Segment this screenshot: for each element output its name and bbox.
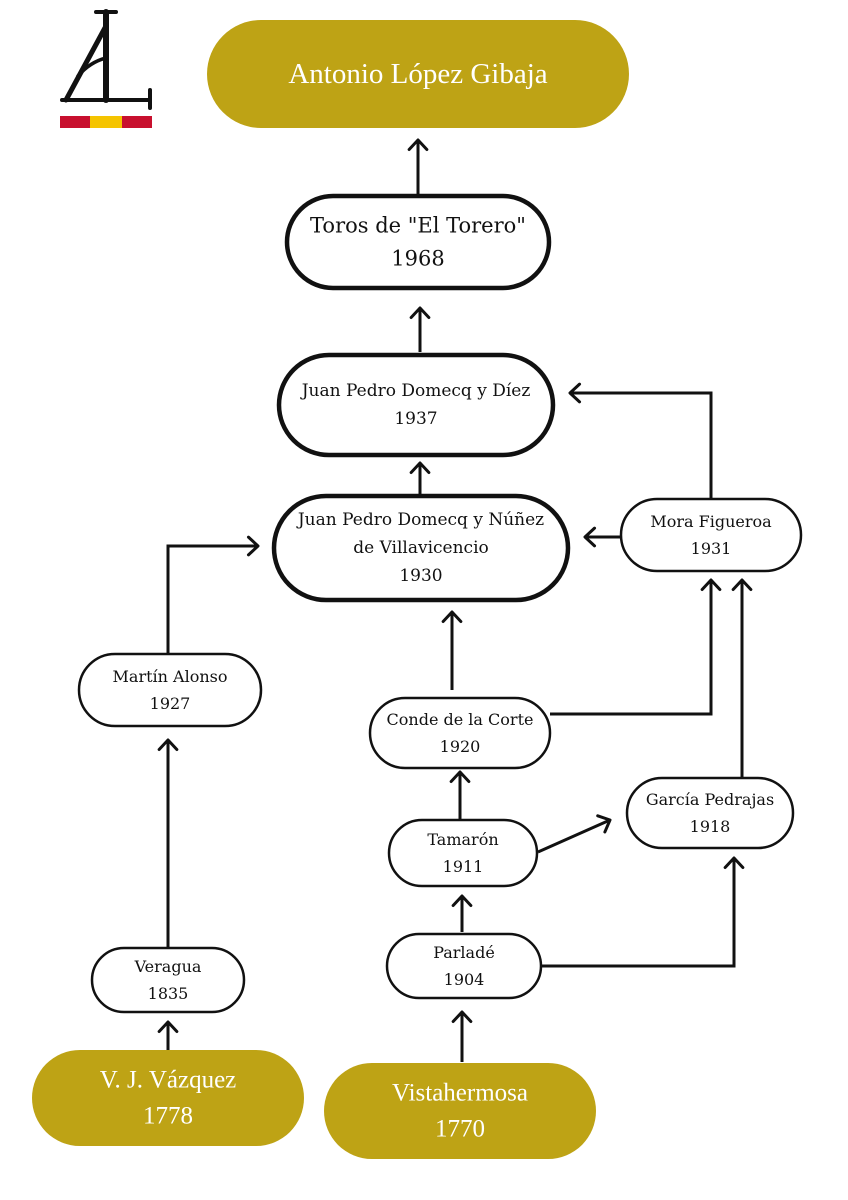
node-label-line: Tamarón xyxy=(427,830,498,849)
edge-garcia-to-mora xyxy=(731,578,753,778)
edge-vazquez-to-veragua xyxy=(157,1020,179,1050)
arrowhead xyxy=(451,894,473,908)
node-pill xyxy=(271,493,571,603)
edge-parlade-to-garcia xyxy=(541,856,745,968)
node-label-line: Vistahermosa xyxy=(392,1080,528,1107)
edge-mora-to-jpd_nunez xyxy=(583,526,621,548)
node-label-line: Martín Alonso xyxy=(113,667,228,686)
node-pill xyxy=(32,1050,304,1146)
node-veragua: Veragua 1835 xyxy=(90,946,246,1014)
edge-parlade-to-tamaron xyxy=(451,894,473,932)
node-pill xyxy=(625,776,795,850)
node-pill xyxy=(276,352,556,458)
arrowhead xyxy=(246,535,260,557)
node-label-line: 1904 xyxy=(444,970,485,989)
node-label-line: Veragua xyxy=(134,957,202,976)
arrowhead xyxy=(451,1010,473,1024)
node-label-line: García Pedrajas xyxy=(646,790,774,809)
node-pill xyxy=(90,946,246,1014)
arrowhead xyxy=(407,138,429,152)
node-label-line: 1920 xyxy=(440,737,481,756)
node-label-line: 1968 xyxy=(391,247,444,271)
node-mora: Mora Figueroa 1931 xyxy=(619,497,803,573)
node-pill xyxy=(207,20,629,128)
edge-vistahermosa-to-parlade xyxy=(451,1010,473,1062)
node-label-line: 1930 xyxy=(399,566,442,586)
edges-layer xyxy=(157,138,753,1062)
arrowhead xyxy=(731,578,753,592)
node-label-line: Antonio López Gibaja xyxy=(288,58,547,90)
arrowhead xyxy=(583,526,597,548)
node-label-line: Juan Pedro Domecq y Núñez xyxy=(296,510,544,530)
edge-mora-to-jpd_diez xyxy=(568,382,713,499)
node-top: Antonio López Gibaja xyxy=(207,20,629,128)
edge-tamaron-to-conde xyxy=(449,770,471,820)
node-label-line: V. J. Vázquez xyxy=(100,1067,237,1094)
node-label-line: 1778 xyxy=(143,1103,193,1130)
arrowhead xyxy=(596,814,612,834)
arrowhead xyxy=(723,856,745,870)
node-label-line: de Villavicencio xyxy=(353,538,489,558)
edge-conde-to-mora xyxy=(550,578,722,716)
node-label-line: 1937 xyxy=(394,409,437,429)
al-monogram-logo xyxy=(60,9,152,128)
node-martin: Martín Alonso 1927 xyxy=(77,652,263,728)
node-jpd-nunez: Juan Pedro Domecq y Núñez de Villavicenci… xyxy=(271,493,571,603)
node-conde: Conde de la Corte 1920 xyxy=(368,696,552,770)
edge-toros-to-top xyxy=(407,138,429,195)
arrowhead xyxy=(700,578,722,592)
node-label-line: 1918 xyxy=(690,817,731,836)
node-label-line: Mora Figueroa xyxy=(650,512,772,531)
node-toros: Toros de "El Torero" 1968 xyxy=(284,193,552,291)
node-pill xyxy=(619,497,803,573)
node-vistahermosa: Vistahermosa 1770 xyxy=(324,1063,596,1159)
arrowhead xyxy=(568,382,582,404)
node-label-line: 1835 xyxy=(148,984,189,1003)
arrowhead xyxy=(157,738,179,752)
node-label-line: 1911 xyxy=(443,857,484,876)
node-jpd-diez: Juan Pedro Domecq y Díez 1937 xyxy=(276,352,556,458)
arrowhead xyxy=(409,461,431,475)
arrowhead xyxy=(441,610,463,624)
node-pill xyxy=(284,193,552,291)
edge-jpd_nunez-to-jpd_diez xyxy=(409,461,431,494)
node-label-line: Conde de la Corte xyxy=(387,710,534,729)
edge-veragua-to-martin xyxy=(157,738,179,947)
node-pill xyxy=(368,696,552,770)
node-parlade: Parladé 1904 xyxy=(385,932,543,1000)
node-pill xyxy=(387,818,539,888)
node-tamaron: Tamarón 1911 xyxy=(387,818,539,888)
node-label-line: 1931 xyxy=(691,539,732,558)
node-label-line: 1770 xyxy=(435,1116,485,1143)
arrowhead xyxy=(409,306,431,320)
arrowhead xyxy=(449,770,471,784)
flag-stripe-yellow xyxy=(90,116,122,128)
arrowhead xyxy=(157,1020,179,1034)
node-pill xyxy=(385,932,543,1000)
edge-jpd_diez-to-toros xyxy=(409,306,431,352)
edge-conde-to-jpd_nunez xyxy=(441,610,463,690)
node-label-line: Toros de "El Torero" xyxy=(310,214,526,238)
edge-martin-to-jpd_nunez xyxy=(166,535,260,654)
node-label-line: Parladé xyxy=(433,943,495,962)
node-garcia: García Pedrajas 1918 xyxy=(625,776,795,850)
node-label-line: Juan Pedro Domecq y Díez xyxy=(300,381,531,401)
edge-tamaron-to-garcia xyxy=(537,814,612,854)
node-vazquez: V. J. Vázquez 1778 xyxy=(32,1050,304,1146)
node-pill xyxy=(324,1063,596,1159)
node-label-line: 1927 xyxy=(150,694,191,713)
node-pill xyxy=(77,652,263,728)
